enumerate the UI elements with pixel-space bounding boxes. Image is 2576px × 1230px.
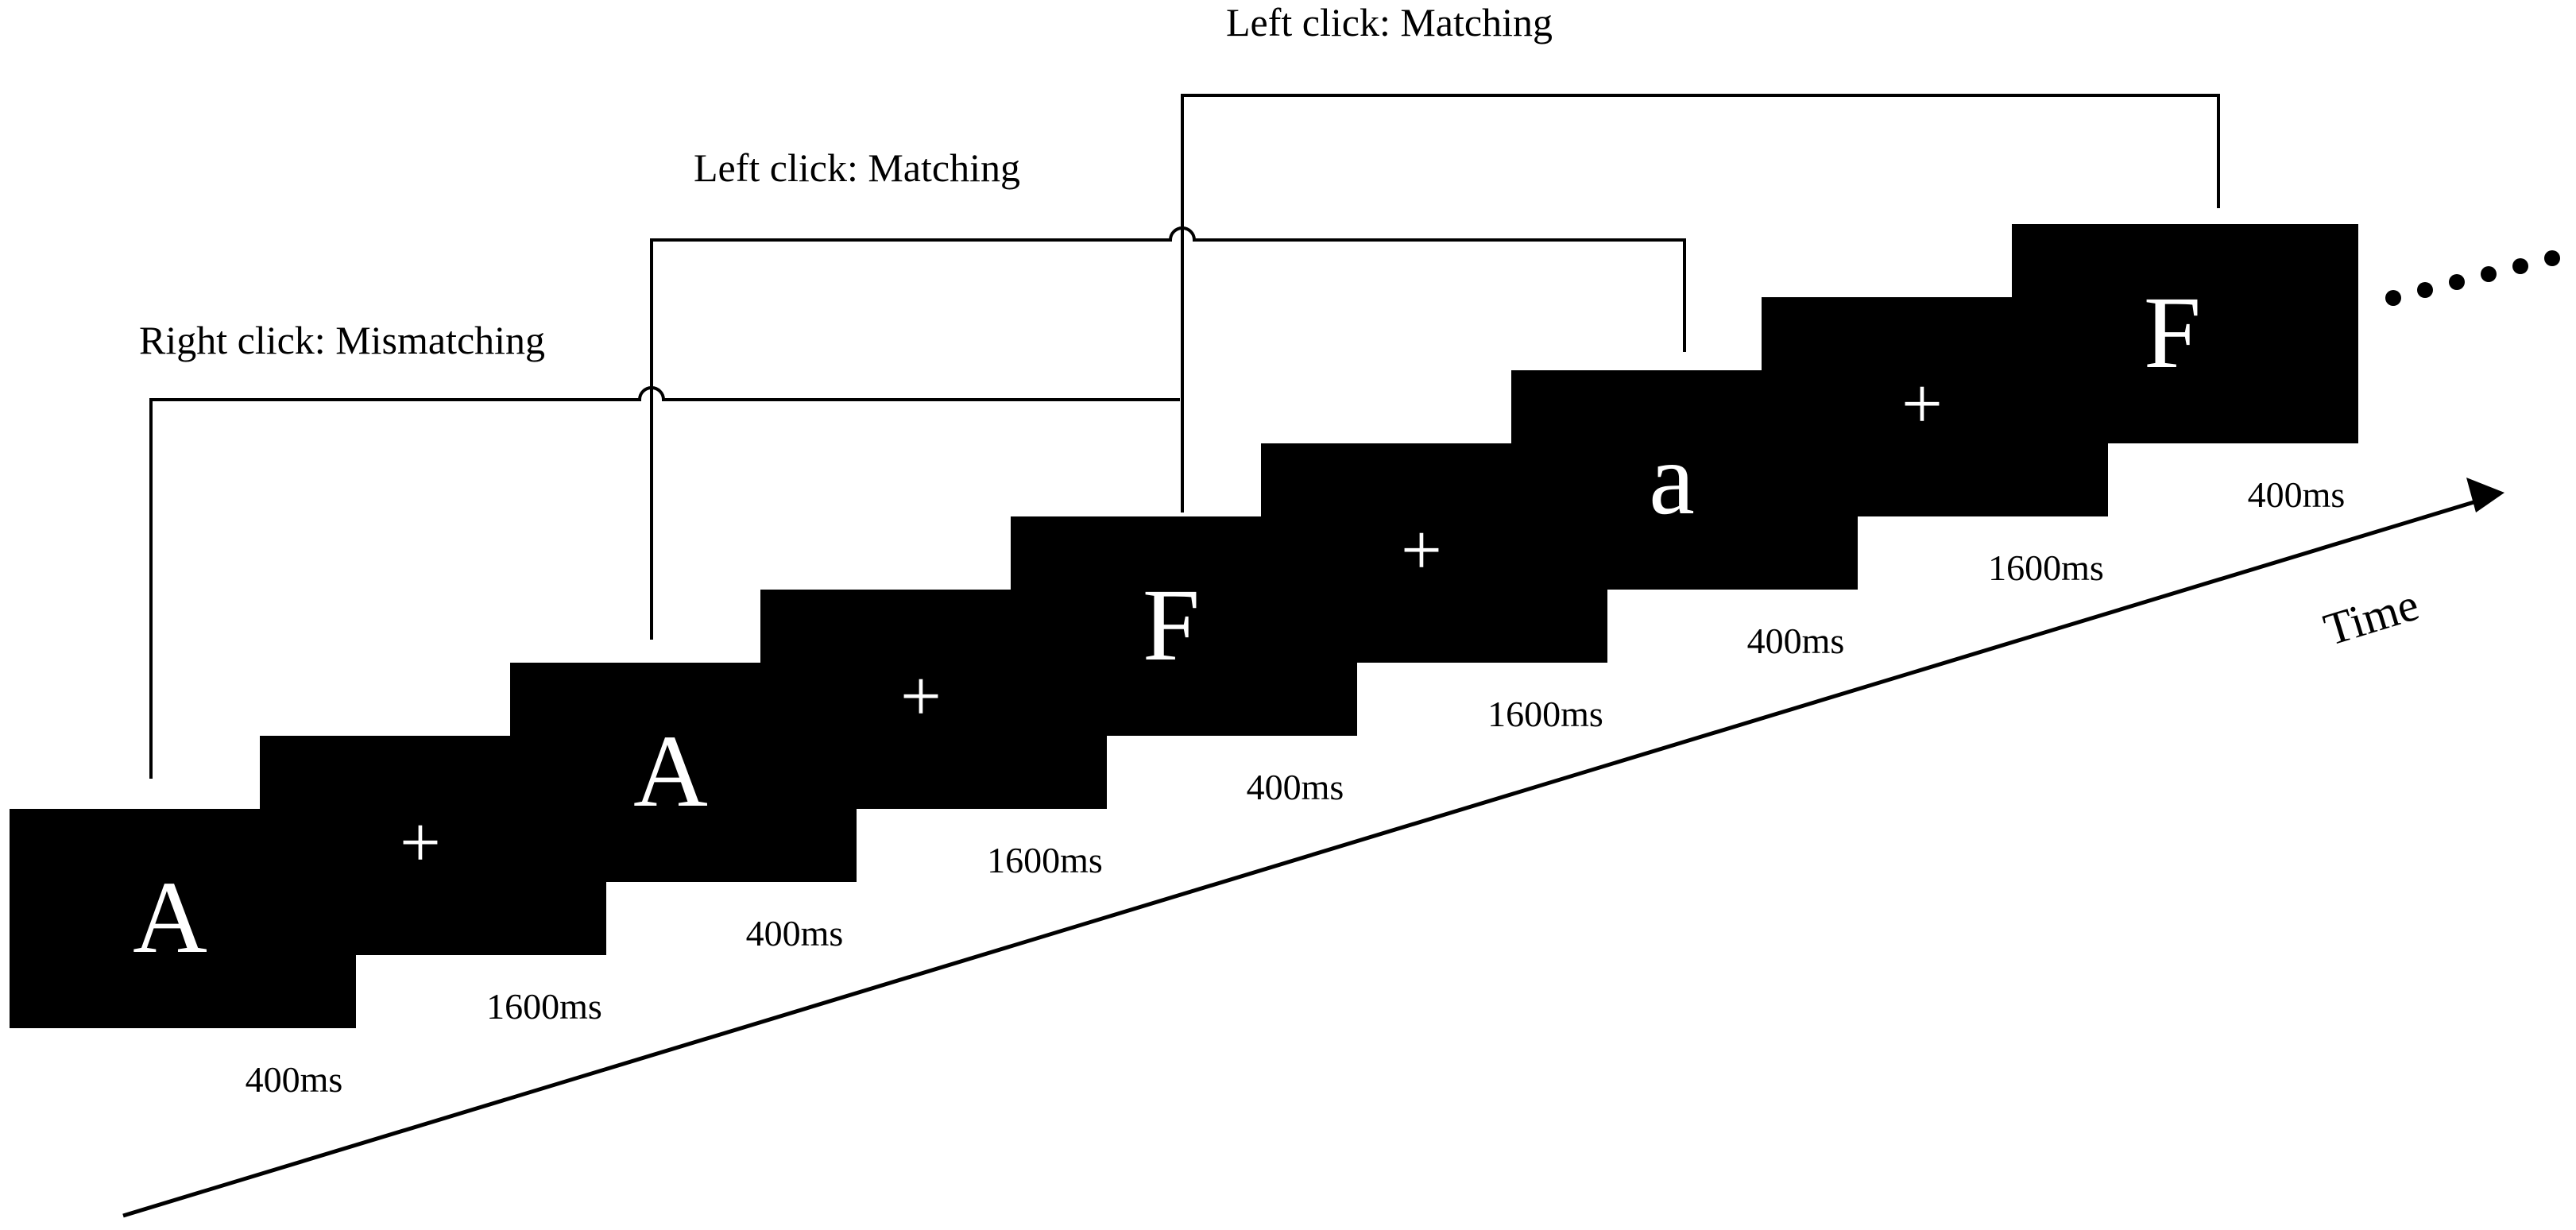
duration-label: 400ms [746, 913, 844, 953]
arrow-right-icon [2466, 478, 2504, 512]
ellipsis-dots-icon [2385, 250, 2560, 306]
duration-label: 1600ms [987, 840, 1103, 880]
stimulus-letter: A [133, 861, 207, 975]
duration-label: 400ms [246, 1059, 343, 1100]
time-axis-line [122, 498, 2480, 1218]
bracket-left-click-matching-2 [1181, 94, 2220, 512]
response-brackets: Right click: Mismatching Left click: Mat… [139, 0, 2220, 779]
response-label: Left click: Matching [1226, 0, 1553, 44]
response-label: Right click: Mismatching [139, 318, 545, 362]
duration-label: 1600ms [486, 986, 602, 1027]
time-axis-label: Time [2318, 578, 2424, 656]
stimulus-letter: A [633, 714, 708, 829]
duration-label: 400ms [1747, 621, 1845, 661]
stimulus-screens: F400ms+1600msa400ms+1600msF400ms+1600msA… [10, 224, 2358, 1100]
screen-frame [10, 809, 356, 1028]
fixation-cross: + [900, 656, 942, 737]
stimulus-letter: F [1143, 568, 1200, 683]
fixation-cross: + [400, 802, 441, 883]
duration-label: 1600ms [1988, 547, 2104, 588]
duration-label: 1600ms [1487, 694, 1603, 734]
stimulus-letter: F [2144, 276, 2201, 390]
fixation-cross: + [1401, 509, 1442, 590]
stimulus-letter: a [1649, 422, 1695, 536]
screen-1: A 400ms [10, 809, 356, 1100]
duration-label: 400ms [1247, 767, 1344, 807]
response-label: Left click: Matching [694, 145, 1020, 190]
fixation-cross: + [1901, 363, 1943, 444]
duration-label: 400ms [2248, 474, 2346, 515]
